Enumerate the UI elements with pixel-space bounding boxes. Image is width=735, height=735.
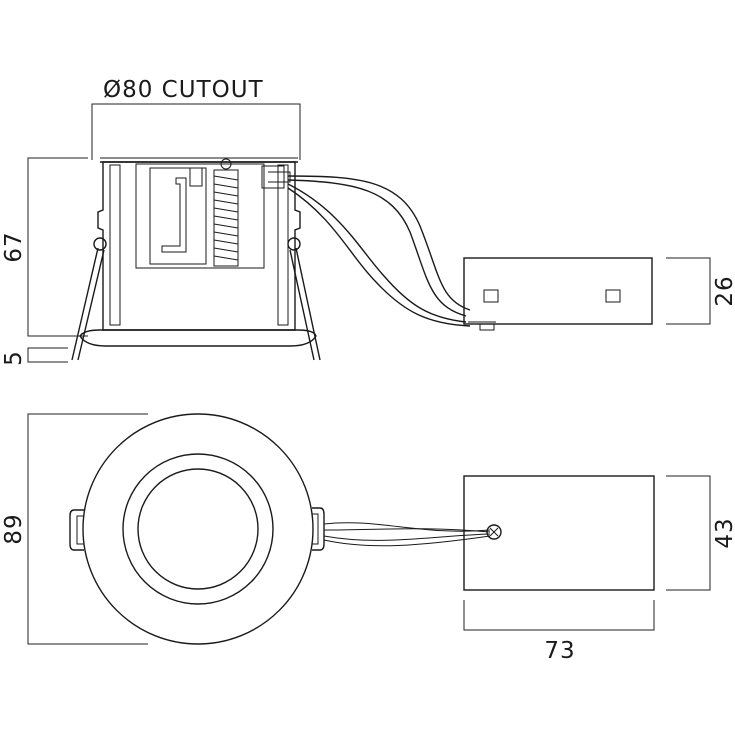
left-tab	[69, 509, 84, 551]
left-spring-leg	[71, 247, 99, 361]
diameter-label: 89	[1, 513, 27, 544]
right-clip	[287, 237, 301, 251]
driver-width-label: 43	[712, 517, 735, 548]
driver-length-label: 73	[544, 638, 575, 664]
height-bezel-dimension: 5	[1, 347, 68, 366]
bezel-outer-ring	[82, 413, 314, 645]
driver-width-dimension: 43	[666, 475, 735, 591]
side-view	[71, 157, 653, 361]
driver-box-side	[463, 257, 653, 325]
driver-height-label: 26	[712, 275, 735, 306]
right-tab	[312, 507, 325, 551]
cable-top	[323, 522, 491, 547]
top-view	[69, 413, 655, 645]
bezel	[79, 329, 317, 347]
grommet	[486, 524, 502, 540]
driver-height-dimension: 26	[666, 257, 735, 325]
driver-box-top	[463, 475, 655, 591]
right-spring-leg	[295, 247, 321, 361]
cutout-dimension: Ø80 CUTOUT	[91, 77, 301, 160]
diameter-dimension: 89	[1, 413, 148, 645]
spring-coil	[213, 158, 239, 267]
bezel-inner-ring	[122, 453, 274, 605]
driver-length-dimension: 73	[463, 600, 655, 664]
height-body-dimension: 67	[1, 157, 88, 337]
height-bezel-label: 5	[1, 350, 27, 366]
downlight-body	[97, 161, 301, 331]
cutout-label: Ø80 CUTOUT	[103, 77, 264, 103]
height-body-label: 67	[1, 231, 27, 262]
left-clip	[93, 237, 107, 251]
lens	[137, 468, 259, 590]
cable	[287, 175, 471, 327]
